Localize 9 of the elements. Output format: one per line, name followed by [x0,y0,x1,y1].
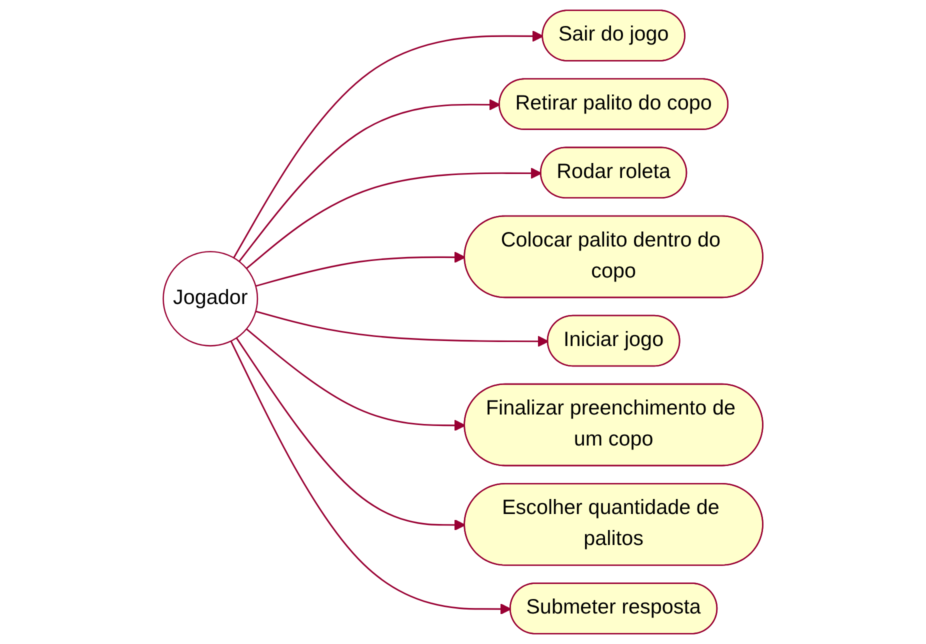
arrow [256,310,549,348]
arrow [246,168,542,270]
arrow [256,252,466,287]
arrow [233,30,544,258]
arrow [230,340,512,615]
arrow [246,328,466,432]
node-circle: Jogador [162,250,258,346]
arrow [236,337,466,531]
arrow [238,99,500,262]
